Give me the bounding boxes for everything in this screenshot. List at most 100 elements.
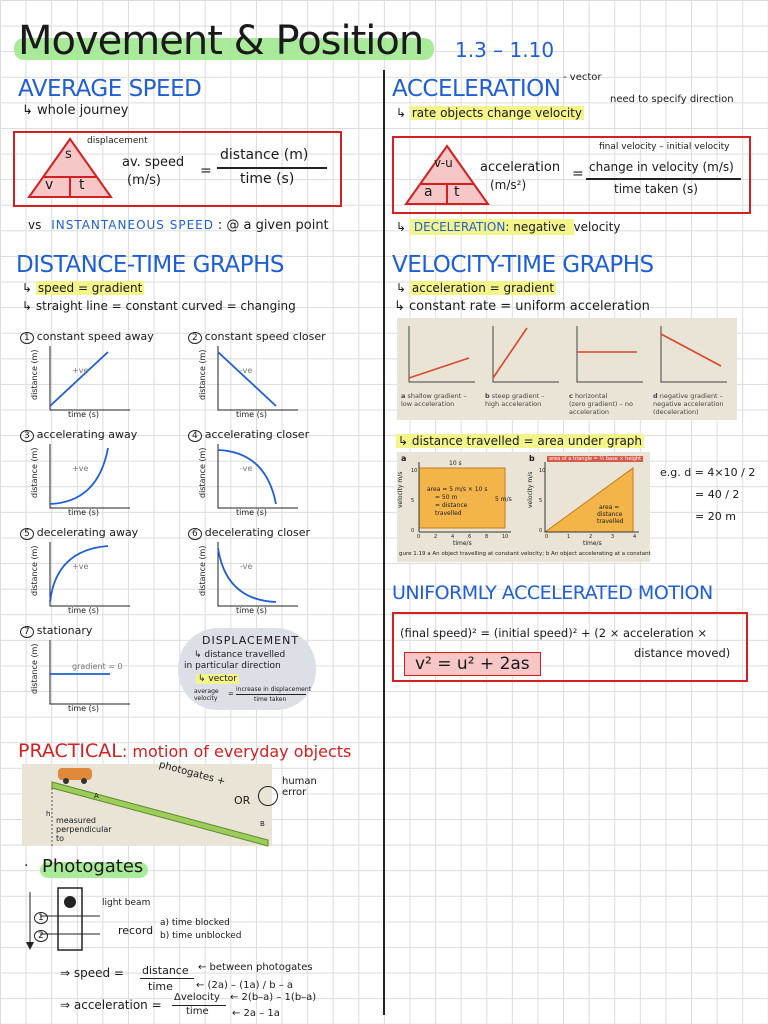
speed-bar [140, 978, 194, 979]
dt-graph-x-label: time (s) [68, 606, 100, 615]
dt-graph-annotation: +ve [72, 366, 89, 375]
deceleration-line: ↳ DECELERATION: negative velocity [396, 219, 620, 235]
dt-graph-number: 2 [188, 332, 202, 344]
dt-graph-title: decelerating away [36, 526, 139, 539]
dt-graph-annotation: +ve [72, 464, 89, 473]
instantaneous-speed-line: vs INSTANTANEOUS SPEED : @ a given point [28, 218, 329, 233]
vt-graphs-heading: VELOCITY-TIME GRAPHS [392, 252, 654, 278]
avg-speed-fraction-bar [217, 167, 327, 169]
displacement-line1: ↳ distance travelled [194, 650, 286, 660]
area-b-top: area of a triangle = ½ base × height [547, 456, 644, 462]
avg-speed-lhs: av. speed [122, 155, 185, 170]
arrow-hook4: ↳ [396, 281, 410, 295]
practical-term: PRACTICAL [18, 740, 122, 762]
vt-panel-c: c horizontal(zero gradient) – no acceler… [569, 322, 649, 418]
axis-tick: 2 [434, 534, 438, 540]
uam-line1: (final speed)² = (initial speed)² + (2 ×… [400, 626, 708, 640]
speed-lhs: ⇒ speed = [60, 966, 124, 980]
accel-note2: ← 2a – 1a [232, 1008, 280, 1019]
vt-panel-caption: c horizontal(zero gradient) – no acceler… [569, 392, 633, 416]
dt-graph-plot [217, 346, 298, 411]
dt-graph-y-label: distance (m) [198, 447, 207, 498]
axis-tick: 5 [539, 498, 543, 504]
dt-graph-x-label: time (s) [236, 508, 268, 517]
displacement-line3-wrap: ↳ vector [196, 674, 239, 684]
practical-rest: : motion of everyday objects [121, 742, 352, 761]
direction-note: need to specify direction [610, 94, 734, 105]
or-label: OR [234, 794, 251, 807]
vt-panel-d: d negative gradient –negative accelerati… [653, 322, 733, 418]
dt-graph-curve [49, 351, 109, 407]
dt-graph-y-label: distance (m) [30, 349, 39, 400]
area-calc2: = 40 / 2 [695, 488, 740, 501]
dt-graph-curve [217, 351, 277, 407]
practical-ramp-photo: A B h measured perpendicular to photogat… [22, 759, 272, 847]
axis-tick: 10 [539, 468, 546, 474]
uam-box: (final speed)² = (initial speed)² + (2 ×… [392, 612, 748, 682]
avg-speed-eq: = [200, 163, 212, 179]
dt-graph-plot [49, 444, 130, 509]
dt-graph-curve [49, 447, 109, 505]
dt-note1: speed = gradient [35, 281, 145, 295]
distance-area-note-line: ↳ distance travelled = area under graph [396, 434, 645, 448]
vt-note2: ↳ constant rate = uniform acceleration [394, 299, 650, 314]
photogates-heading-highlight [40, 862, 148, 878]
dt-graph-title: constant speed closer [204, 330, 326, 343]
displacement-formula-num: increase in displacement [236, 686, 312, 693]
displacement-formula-bar [236, 694, 306, 695]
light-beam-label: light beam [102, 898, 151, 908]
dt-graph-number: 1 [20, 332, 34, 344]
axis-tick: 10 [502, 534, 509, 540]
dt-graph-number: 4 [188, 430, 202, 442]
vt-panel-plot [408, 326, 475, 383]
photogates-bullet: · [24, 858, 29, 874]
axis-tick: 2 [589, 534, 593, 540]
vt-panel-caption: d negative gradient –negative accelerati… [653, 392, 724, 416]
avg-speed-box: s v t displacement av. speed (m/s) = dis… [13, 131, 342, 207]
tri-top-vu: v-u [434, 156, 453, 170]
area-a-x: time/s [453, 540, 472, 547]
photogates-heading: Photogates [42, 856, 144, 877]
axis-tick: 8 [485, 534, 489, 540]
dt-graph-y-label: distance (m) [198, 545, 207, 596]
photogate-num2: 2 [34, 930, 48, 942]
dt-graph-y-label: distance (m) [30, 643, 39, 694]
dt-graph-x-label: time (s) [236, 606, 268, 615]
dt-graph-curve [217, 449, 277, 505]
dt-graph-x-label: time (s) [68, 410, 100, 419]
area-b-line2: distance [597, 511, 623, 518]
uam-heading: UNIFORMLY ACCELERATED MOTION [392, 582, 713, 604]
area-a-y: velocity m/s [397, 471, 404, 508]
displacement-formula-left: average velocity [194, 688, 219, 702]
dt-graph-number: 5 [20, 528, 34, 540]
speed-triangle [27, 137, 113, 198]
accel-note1: ← 2(b–a) – 1(b–a) [230, 992, 317, 1003]
dt-graph-plot [49, 542, 130, 607]
human-error-note: human error [282, 776, 317, 798]
axis-tick: 4 [451, 534, 455, 540]
vector-note: - vector [563, 72, 602, 83]
axis-tick: 0 [545, 534, 549, 540]
area-a-letter: a [401, 454, 407, 463]
dt-graph-axes [217, 542, 298, 607]
tri-right-t: t [79, 177, 85, 193]
column-divider [383, 70, 385, 1015]
speed-num: distance [142, 964, 189, 977]
area-a-side: 5 m/s [495, 496, 512, 503]
chapter-range: 1.3 – 1.10 [455, 38, 555, 62]
area-b-line3: travelled [597, 518, 624, 525]
dt-graph-annotation: gradient = 0 [72, 662, 123, 671]
vt-panel-plot [576, 326, 643, 383]
dt-graph-title: accelerating closer [204, 428, 310, 441]
dt-graph-title: decelerating closer [204, 526, 311, 539]
avg-speed-numerator: distance (m) [220, 147, 309, 163]
record-b: b) time unblocked [160, 931, 242, 941]
stopwatch-icon [258, 786, 278, 806]
dt-graph-plot [217, 542, 298, 607]
area-a-line3: = distance [435, 502, 468, 509]
dt-graph-x-label: time (s) [68, 704, 100, 713]
